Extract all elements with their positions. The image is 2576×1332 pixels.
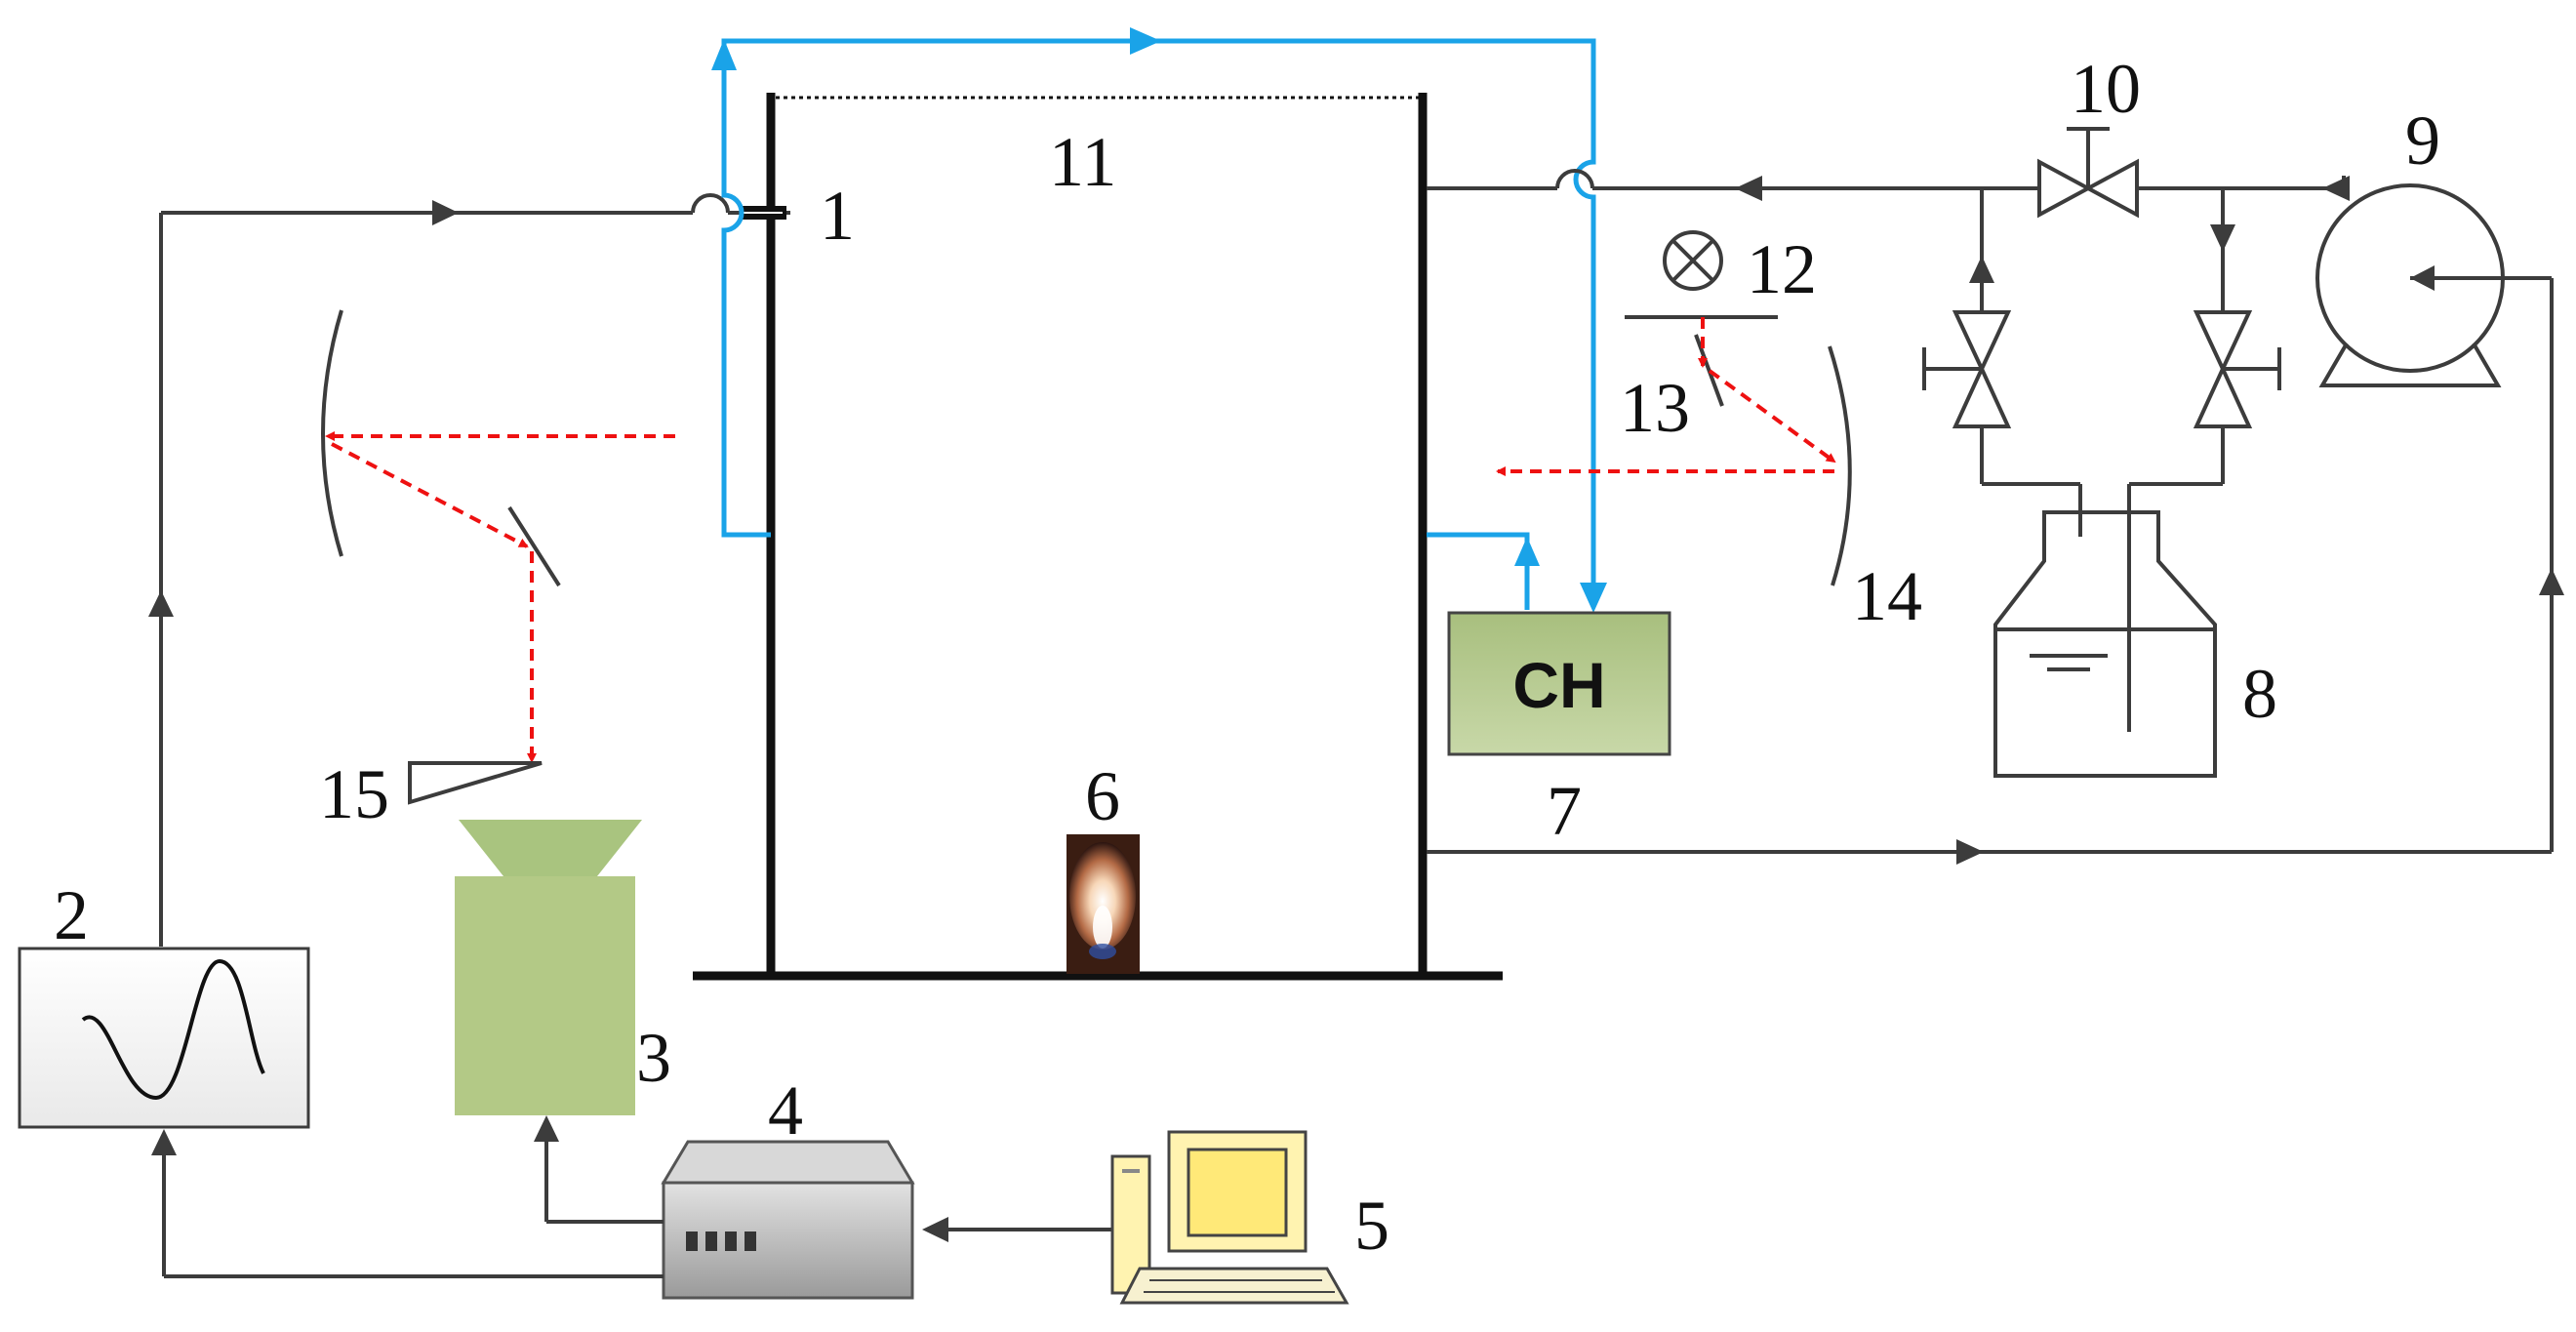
signal-line-to-element-1: [159, 193, 790, 947]
label-14: 14: [1852, 557, 1922, 635]
label-1: 1: [820, 177, 855, 255]
label-10: 10: [2071, 50, 2141, 128]
label-8: 8: [2242, 655, 2277, 733]
flow-arrow-right-bottom: [1956, 839, 1984, 865]
laser-path-left: [325, 431, 675, 763]
gas-arrow-up-ch: [1514, 537, 1540, 566]
detector: [455, 820, 642, 1115]
valve-10: [2037, 127, 2139, 219]
label-3: 3: [636, 1019, 671, 1097]
data-acquisition-box: [661, 1140, 915, 1300]
label-15: 15: [319, 755, 389, 833]
valve-left-vertical: [1922, 310, 2012, 428]
return-line: [1427, 169, 2554, 854]
wedge-15: [408, 761, 543, 805]
concave-mirror-left: [321, 309, 343, 557]
label-12: 12: [1747, 230, 1817, 308]
label-11: 11: [1049, 123, 1116, 201]
label-2: 2: [54, 876, 89, 954]
label-7: 7: [1547, 772, 1582, 850]
label-9: 9: [2405, 101, 2440, 180]
label-4: 4: [768, 1071, 803, 1150]
computer-icon: [1110, 1130, 1349, 1305]
flow-arrow-up-left: [148, 590, 174, 617]
branch-arrow-up: [1969, 256, 1994, 283]
flow-arrow-left-pump: [2322, 176, 2350, 201]
gas-arrow-up-left: [711, 39, 737, 70]
ch-analyzer: CH: [1447, 611, 1671, 756]
sine-wave-icon: [81, 958, 265, 1101]
liquid-bottle: [1993, 510, 2217, 778]
gas-arrow-right-top: [1130, 27, 1161, 55]
flow-arrow-left-return: [1735, 176, 1762, 201]
flame: [1067, 834, 1140, 974]
arrow-left-to-daq: [922, 1217, 948, 1242]
pump-inlet-arrow: [2410, 265, 2435, 291]
bypass-branches: [1980, 188, 2225, 732]
arrow-up-to-detector: [534, 1115, 559, 1142]
flow-arrow-up-right: [2539, 568, 2564, 595]
daq-connections: [162, 1135, 1112, 1278]
gas-arrow-down-ch: [1580, 583, 1607, 613]
gas-flow-loop: [721, 38, 1596, 610]
valve-right-vertical: [2193, 310, 2281, 428]
pump: [2315, 183, 2505, 387]
label-13: 13: [1620, 369, 1690, 447]
concave-mirror-14: [1828, 345, 1852, 586]
flat-mirror-left: [507, 505, 561, 587]
label-6: 6: [1085, 757, 1120, 835]
signal-generator: [18, 947, 310, 1129]
label-5: 5: [1354, 1187, 1389, 1265]
branch-arrow-down: [2210, 224, 2235, 252]
flow-arrow-right-top: [432, 200, 459, 225]
ch-label: CH: [1512, 649, 1605, 721]
arrow-up-to-generator: [151, 1129, 177, 1155]
laser-path-right: [1496, 317, 1836, 476]
